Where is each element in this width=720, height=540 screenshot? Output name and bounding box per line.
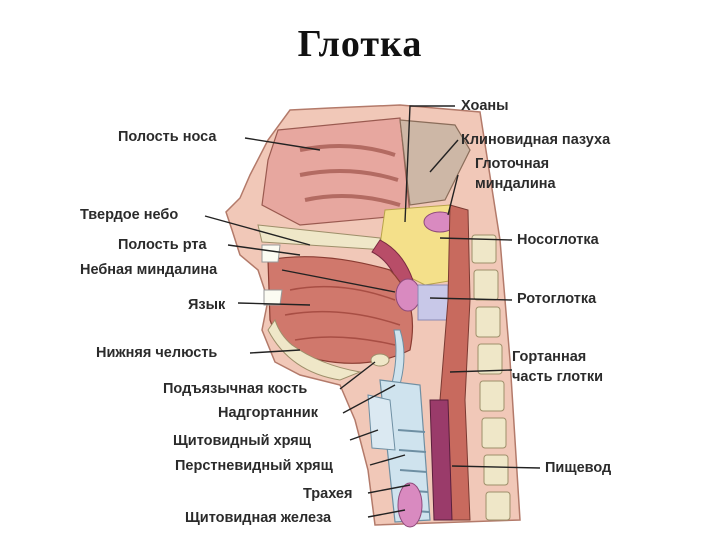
cervical-vertebrae [471,234,511,521]
esophagus-shape [429,399,453,521]
label-hyoid-bone: Подъязычная кость [163,381,308,397]
thyroid-cartilage-shape [367,394,396,451]
label-thyroid-cartilage: Щитовидный хрящ [173,433,311,449]
label-laryngopharynx-line1: Гортанная [512,349,587,365]
thyroid-gland-shape [397,482,423,528]
label-pharyngeal-tonsil-line2: миндалина [475,176,556,192]
label-nasopharynx: Носоглотка [517,232,599,248]
page-title: Глотка [297,23,423,65]
label-nasal-cavity: Полость носа [118,129,217,145]
label-epiglottis: Надгортанник [218,405,318,421]
label-cricoid-cartilage: Перстневидный хрящ [175,458,333,474]
label-esophagus: Пищевод [545,460,612,476]
upper-teeth [261,244,281,263]
label-tongue: Язык [188,297,226,313]
lower-teeth [263,289,283,306]
label-mandible: Нижняя челюсть [96,345,218,361]
hyoid-bone-shape [370,353,390,367]
mandible-bone [267,318,362,381]
label-laryngopharynx-line2: часть глотки [512,369,604,385]
label-oropharynx: Ротоглотка [517,291,597,307]
oropharynx-zone [417,284,449,321]
label-oral-cavity: Полость рта [118,237,207,253]
label-palatine-tonsil: Небная миндалина [80,262,218,278]
label-sphenoid-sinus: Клиновидная пазуха [461,132,611,148]
label-trachea: Трахея [303,486,353,502]
trachea-rings [397,429,430,513]
palatine-tonsil-shape [395,278,421,312]
leader-lines [204,105,541,518]
label-choanae: Хоаны [461,98,509,114]
label-hard-palate: Твердое небо [80,207,179,223]
label-pharyngeal-tonsil-line1: Глоточная [475,156,550,172]
label-thyroid-gland: Щитовидная железа [185,510,332,526]
tongue-fibers [284,285,401,346]
